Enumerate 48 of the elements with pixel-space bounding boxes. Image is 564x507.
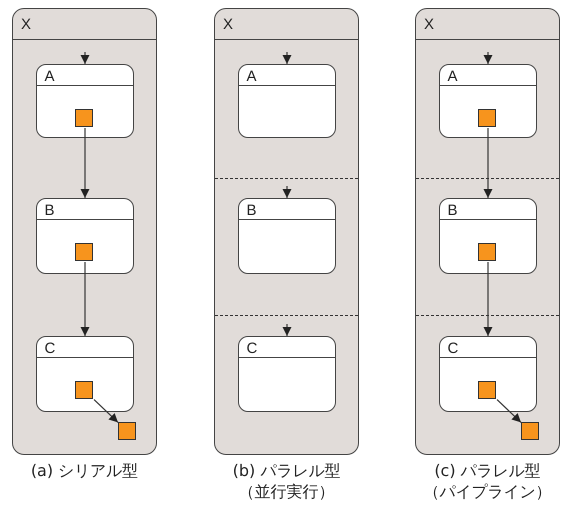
transition-arrow	[80, 128, 90, 198]
state-name: X	[223, 16, 234, 33]
state-name: A	[246, 68, 257, 84]
state-box	[438, 336, 536, 412]
connection-point	[75, 109, 93, 127]
composite-state-box	[12, 8, 157, 455]
connection-point	[520, 422, 538, 440]
state-name: C	[44, 340, 56, 356]
state-name: C	[246, 340, 258, 356]
composite-state-box	[214, 8, 359, 455]
transition-arrow	[94, 399, 118, 423]
state-name: A	[448, 68, 458, 84]
state-box	[238, 64, 336, 138]
state-box	[238, 198, 336, 274]
connection-point	[478, 243, 496, 261]
state-box	[36, 198, 134, 274]
connection-point	[478, 109, 496, 127]
state-box	[438, 198, 536, 274]
connection-point	[118, 422, 136, 440]
initial-arrow	[484, 52, 492, 64]
state-name: A	[44, 68, 55, 84]
state-box	[36, 64, 134, 138]
composite-state-box	[415, 8, 560, 455]
state-name: X	[424, 16, 434, 33]
state-box	[438, 64, 536, 138]
transition-arrow	[484, 262, 492, 336]
transition-arrow	[80, 262, 90, 336]
node-label: （並行実行）	[238, 482, 334, 502]
node-label: (a) シリアル型	[30, 461, 138, 481]
state-name: B	[246, 202, 257, 218]
node-label: (c) パラレル型	[434, 461, 541, 481]
initial-arrow	[80, 52, 90, 64]
connection-point	[75, 243, 93, 261]
initial-arrow	[282, 186, 292, 198]
connection-point	[478, 381, 496, 399]
state-name: X	[21, 16, 32, 33]
state-name: C	[448, 340, 458, 356]
connection-point	[75, 381, 93, 399]
state-name: B	[44, 202, 55, 218]
node-label: （パイプライン）	[424, 482, 552, 502]
state-name: B	[448, 202, 458, 218]
node-label: (b) パラレル型	[232, 461, 340, 481]
transition-arrow	[484, 128, 492, 198]
initial-arrow	[282, 52, 292, 64]
state-box	[36, 336, 134, 412]
initial-arrow	[282, 324, 292, 336]
state-box	[238, 336, 336, 412]
transition-arrow	[496, 399, 522, 423]
